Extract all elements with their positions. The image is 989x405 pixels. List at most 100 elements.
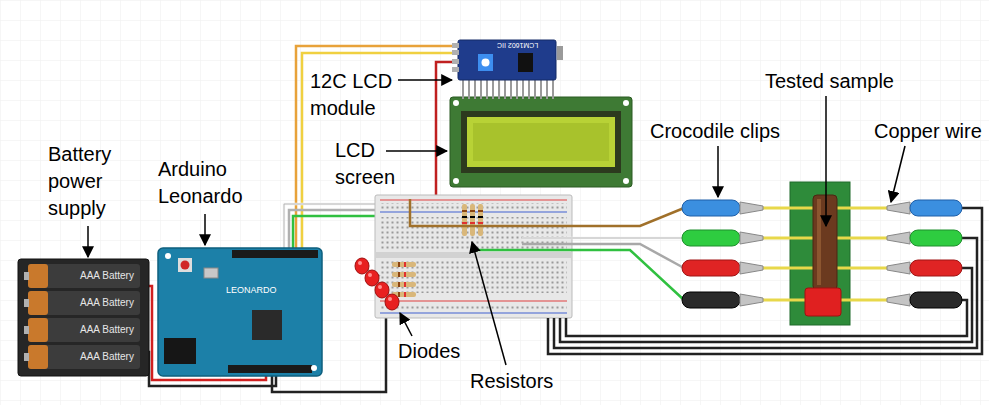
battery-cell xyxy=(28,291,48,315)
resistor-symbol xyxy=(462,222,467,224)
led-diode xyxy=(365,270,379,286)
breadboard xyxy=(380,304,567,311)
leader-arrow xyxy=(398,79,452,81)
resistor-symbol xyxy=(392,262,416,297)
clip-wires xyxy=(522,238,684,239)
resistor-symbol xyxy=(398,292,400,297)
part-label: Battery power supply xyxy=(48,141,133,222)
lcd-screen xyxy=(450,97,632,187)
battery-cell xyxy=(24,353,29,361)
battery-cell xyxy=(28,264,48,288)
led-diode xyxy=(388,297,392,301)
i2c-module xyxy=(518,53,533,72)
resistor-symbol xyxy=(404,292,406,297)
resistor-symbol xyxy=(470,204,475,236)
i2c-module xyxy=(482,59,490,67)
tested-sample xyxy=(805,288,841,316)
i2c-module xyxy=(557,46,563,60)
header-pins xyxy=(534,80,536,99)
battery-cell xyxy=(28,318,48,342)
i2c-module xyxy=(452,59,459,64)
battery-cell xyxy=(28,318,140,342)
return-wires xyxy=(560,268,972,342)
board-text: LEONARDO xyxy=(226,284,277,296)
resistor-symbol xyxy=(470,210,475,212)
led-diode xyxy=(375,282,389,298)
i2c-module xyxy=(452,43,459,48)
sample-holder xyxy=(790,182,850,325)
led-diode xyxy=(355,258,399,310)
crocodile-clip xyxy=(887,200,962,308)
arduino-board xyxy=(311,365,317,371)
resistor-symbol xyxy=(470,222,475,224)
crocodile-clip xyxy=(910,200,962,216)
resistor-symbol xyxy=(462,204,467,236)
lcd-screen xyxy=(623,178,629,184)
crocodile-clip xyxy=(740,202,763,214)
breadboard xyxy=(380,200,567,201)
crocodile-clip xyxy=(910,230,962,246)
header-pins xyxy=(468,80,470,99)
i2c-module xyxy=(452,67,459,72)
part-label: Copper wire xyxy=(874,118,982,145)
arduino-board xyxy=(204,268,218,278)
resistor-symbol xyxy=(470,216,475,218)
battery-cell xyxy=(24,318,140,342)
resistor-symbol xyxy=(478,210,483,212)
crocodile-clip xyxy=(887,232,910,244)
return-wires xyxy=(548,208,982,354)
crocodile-clip xyxy=(682,200,763,308)
leader-arrow xyxy=(87,226,89,257)
crocodile-clip xyxy=(910,292,962,308)
part-label: Arduino Leonardo xyxy=(158,156,258,210)
header-pins xyxy=(462,80,464,99)
return-wires xyxy=(548,208,982,354)
led-diode xyxy=(385,294,399,310)
lcd-screen xyxy=(453,100,459,106)
battery-cell xyxy=(28,264,140,288)
header-pins xyxy=(474,80,476,99)
resistor-symbol xyxy=(462,210,467,212)
resistor-symbol xyxy=(398,282,400,287)
return-wires xyxy=(554,238,977,348)
resistor-symbol xyxy=(478,222,483,224)
led-diode xyxy=(355,258,369,274)
battery-text: AAA Battery xyxy=(80,296,134,310)
resistor-symbol xyxy=(462,204,483,236)
chip-text: LCM1602 IIC xyxy=(497,41,538,50)
resistor-symbol xyxy=(462,216,467,218)
header-pins xyxy=(498,80,500,99)
resistor-symbol xyxy=(392,272,416,277)
breadboard xyxy=(376,252,571,258)
leader-arrow xyxy=(386,150,447,152)
clip-wires xyxy=(522,244,684,268)
crocodile-clip xyxy=(682,260,740,276)
resistor-symbol xyxy=(404,282,406,287)
leader-arrow xyxy=(88,80,905,365)
arduino-board xyxy=(165,253,171,259)
tested-sample xyxy=(805,195,841,316)
header-pins xyxy=(463,80,553,99)
header-pins xyxy=(528,80,530,99)
i2c-module xyxy=(452,40,563,99)
lcd-screen xyxy=(453,178,459,184)
clip-wires xyxy=(522,237,684,240)
tested-sample xyxy=(817,199,821,285)
resistor-symbol xyxy=(398,262,400,267)
part-label: LCD screen xyxy=(335,137,407,191)
battery-text: AAA Battery xyxy=(80,350,134,364)
breadboard xyxy=(375,195,572,318)
part-label: Crocodile clips xyxy=(650,118,780,145)
tested-sample xyxy=(813,195,837,290)
header-pins xyxy=(540,80,542,99)
battery-cell xyxy=(24,291,140,315)
header-pins xyxy=(492,80,494,99)
lcd-screen xyxy=(623,100,629,106)
crocodile-clip xyxy=(682,230,740,246)
crocodile-clip xyxy=(910,260,962,276)
header-pins xyxy=(486,80,488,99)
header-pins xyxy=(552,80,554,99)
resistor-symbol xyxy=(398,272,400,277)
